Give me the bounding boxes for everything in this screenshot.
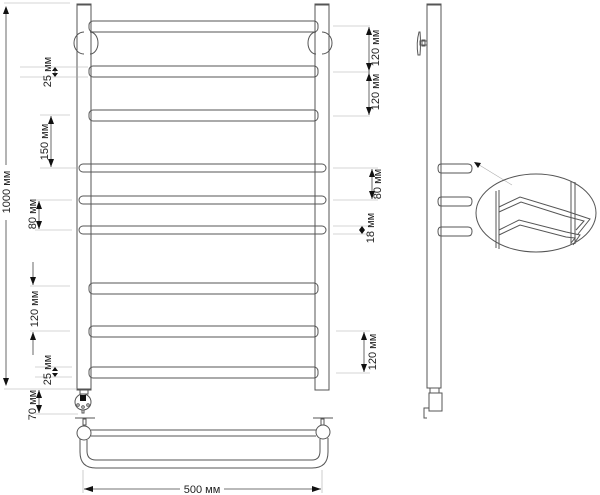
rail (88, 325, 319, 338)
right-wall-mount (307, 31, 317, 55)
rail (88, 109, 319, 122)
rail (88, 20, 319, 33)
dimension-70 (35, 390, 78, 415)
front-view: 1000 мм 25 мм 150 мм 80 мм (1, 2, 384, 495)
dimension-120-right-1 (333, 25, 372, 117)
rail (78, 195, 327, 205)
dimension-18 (333, 225, 370, 235)
dimension-80-left (35, 199, 72, 231)
side-heater (423, 387, 443, 419)
dimension-150 (40, 114, 78, 169)
wall-bracket (416, 31, 428, 56)
dimension-120-left (30, 262, 70, 355)
side-view (416, 3, 597, 419)
dim-label-120-right-1: 120 мм (370, 30, 382, 67)
dim-label-120-right-3: 120 мм (367, 334, 379, 371)
dimension-25-bottom (35, 366, 72, 378)
side-peg (437, 196, 473, 207)
detail-inset (475, 173, 597, 253)
dimension-500 (82, 470, 323, 493)
dimension-25-top (20, 66, 88, 78)
rail (78, 225, 327, 235)
bottom-shelf (75, 417, 333, 469)
dim-label-80-right: 80 мм (372, 169, 384, 199)
rail (88, 366, 319, 379)
dim-label-120-right-2: 120 мм (370, 74, 382, 111)
rail (78, 163, 327, 173)
left-wall-mount (73, 31, 85, 55)
heater-connector (74, 389, 92, 414)
dimension-80-right (333, 167, 378, 201)
dim-label-70: 70 мм (27, 390, 39, 420)
rail (88, 282, 319, 295)
side-post (426, 3, 442, 389)
side-peg (437, 163, 473, 174)
side-peg (437, 226, 473, 237)
dim-label-25-top: 25 мм (42, 57, 54, 87)
dim-label-500: 500 мм (184, 484, 221, 495)
callout-leader (475, 162, 513, 186)
dim-label-80-left: 80 мм (27, 199, 39, 229)
dim-label-18: 18 мм (365, 213, 377, 243)
rail (88, 65, 319, 78)
dimension-120-right-3 (336, 330, 370, 374)
dim-label-120-left: 120 мм (29, 291, 41, 328)
dimension-1000 (3, 2, 76, 390)
dim-label-150: 150 мм (39, 124, 51, 161)
dim-label-25-bottom: 25 мм (42, 355, 54, 385)
dim-label-1000: 1000 мм (1, 171, 13, 214)
